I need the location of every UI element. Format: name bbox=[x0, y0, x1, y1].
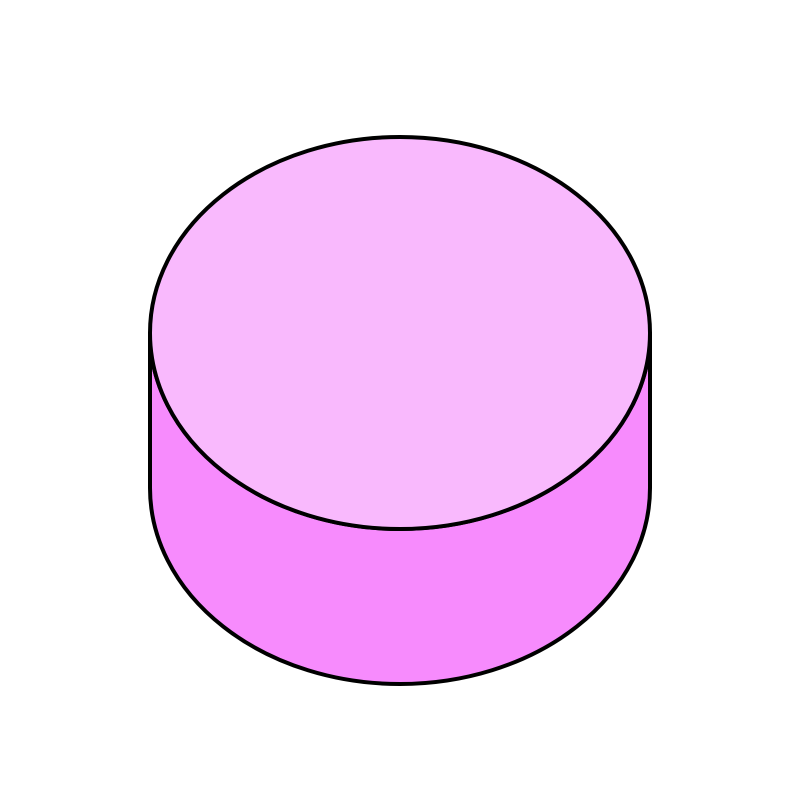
cylinder-top-face bbox=[148, 135, 652, 531]
